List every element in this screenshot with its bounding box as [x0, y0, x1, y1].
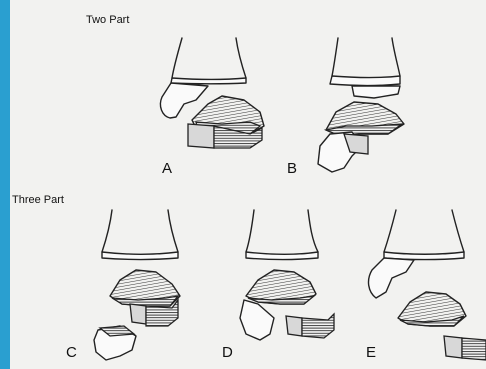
panel-label-e: E [366, 344, 376, 361]
panel-label-c: C [66, 344, 77, 361]
panel-e-illustration [369, 210, 486, 360]
two-part-heading: Two Part [86, 14, 129, 26]
panel-label-d: D [222, 344, 233, 361]
panel-c-illustration [94, 210, 180, 360]
panel-label-a: A [162, 160, 172, 177]
panel-a-illustration [160, 38, 264, 148]
panel-b-illustration [318, 38, 404, 172]
panel-d-illustration [240, 210, 334, 340]
panel-label-b: B [287, 160, 297, 177]
three-part-heading: Three Part [12, 194, 64, 206]
